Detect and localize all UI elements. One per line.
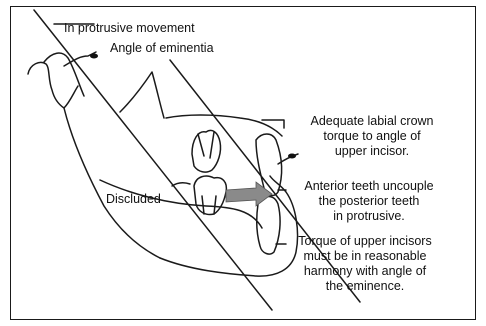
uncouple-label-line2: the posterior teeth: [284, 194, 454, 209]
harmony-label-line1: Torque of upper incisors: [272, 234, 458, 249]
uncouple-label-line3: in protrusive.: [284, 209, 454, 224]
torque-label-line1: Adequate labial crown: [292, 114, 452, 129]
eminentia-label: Angle of eminentia: [110, 41, 214, 56]
lower-molar-roots: [202, 196, 216, 214]
condyle-outline: [28, 62, 78, 108]
glenoid-fossa: [44, 53, 84, 96]
torque-label-line3: upper incisor.: [292, 144, 452, 159]
maxilla-outline: [166, 115, 282, 136]
torque-label-line2: torque to angle of: [292, 129, 452, 144]
coronoid-process: [120, 72, 164, 118]
uncouple-label-line1: Anterior teeth uncouple: [284, 179, 454, 194]
ramus-posterior: [64, 108, 160, 258]
harmony-label-line3: harmony with angle of: [272, 264, 458, 279]
upper-molar-roots: [198, 132, 214, 158]
lower-molar: [194, 176, 226, 214]
discluded-leader: [172, 183, 190, 186]
discluded-label: Discluded: [106, 192, 161, 207]
upper-molar: [192, 130, 221, 172]
protrusive-label: In protrusive movement: [64, 21, 195, 36]
eminentia-mark: [90, 54, 98, 59]
harmony-label-line4: the eminence.: [272, 279, 458, 294]
protrusion-arrow: [226, 182, 272, 206]
harmony-label-line2: must be in reasonable: [272, 249, 458, 264]
